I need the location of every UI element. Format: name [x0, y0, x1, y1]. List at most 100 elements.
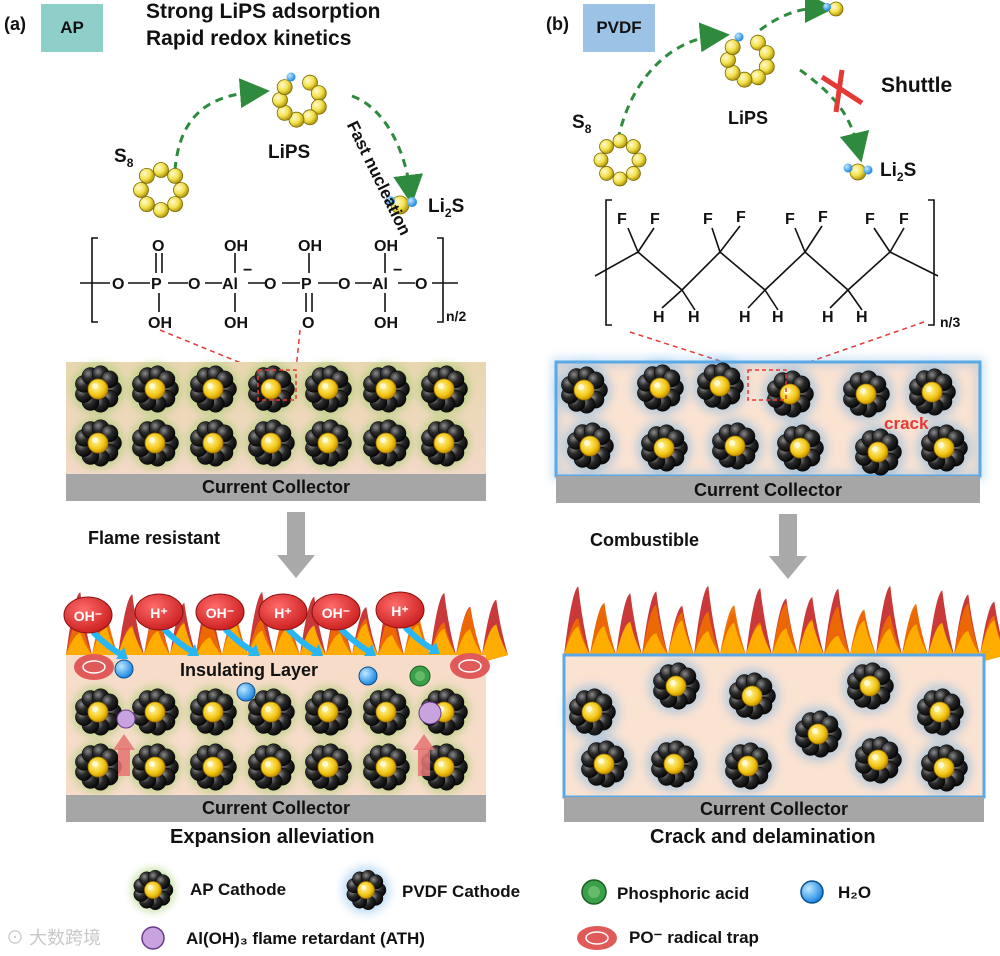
ap-caption: Expansion alleviation [170, 826, 375, 848]
ap-ions: OH⁻H⁺OH⁻H⁺OH⁻H⁺ [63, 591, 440, 659]
hydroxide-ion: OH⁻ [195, 593, 260, 656]
s8-to-lips-arrow [173, 78, 270, 171]
svg-text:H: H [856, 309, 868, 326]
li2s-label-b: Li2S [880, 160, 917, 184]
svg-text:O: O [188, 276, 200, 293]
svg-text:F: F [818, 209, 828, 226]
cathode-particle [418, 417, 470, 469]
svg-text:P: P [151, 276, 162, 293]
cathode-particle [851, 425, 905, 479]
cathode-particle [72, 363, 124, 415]
panel-a-title-2: Rapid redox kinetics [146, 27, 352, 50]
cathode-particle [917, 421, 971, 475]
panel-b-tag: (b) [546, 14, 569, 34]
svg-text:O: O [112, 276, 124, 293]
pvdf-down-arrow [769, 514, 807, 579]
svg-text:F: F [650, 211, 660, 228]
zoom-line-right [295, 329, 301, 371]
panel-b: F F F F F F F F H H H H H H [552, 0, 1000, 822]
ap-down-arrow [277, 512, 315, 578]
pvdf-caption: Crack and delamination [650, 826, 876, 848]
water-icon [114, 659, 134, 679]
cathode-particle [245, 417, 297, 469]
zoom-box [257, 369, 297, 401]
sulfur-atom [167, 167, 184, 184]
proton-ion: H⁺ [134, 593, 199, 656]
cathode-particle [721, 739, 775, 793]
cathode-particle [418, 741, 470, 793]
legend-ath: Al(OH)₃ flame retardant (ATH) [186, 929, 425, 948]
water-icon [236, 682, 256, 702]
ap-electrode-particles [72, 363, 470, 469]
ath-icon [116, 709, 136, 729]
sulfur-atom [750, 69, 766, 86]
ap-current-collector-bottom [66, 795, 486, 822]
sulfur-atom [288, 111, 305, 128]
svg-text:OH: OH [374, 315, 398, 332]
cathode-particle [129, 741, 181, 793]
radical-trap-icon [450, 653, 490, 679]
legend-pvdf-cathode: PVDF Cathode [402, 882, 521, 901]
sulfur-atom [750, 34, 766, 51]
s8-molecule-b [593, 133, 647, 187]
lips-molecule-b [720, 32, 775, 88]
cathode-particle [905, 365, 959, 419]
svg-text:H: H [653, 309, 665, 326]
shuttle-label: Shuttle [881, 74, 953, 97]
svg-text:−: − [243, 262, 252, 279]
svg-text:F: F [703, 211, 713, 228]
cathode-particle [360, 741, 412, 793]
radical-trap-icon [74, 654, 114, 680]
legend-ap-cathode-icon [130, 867, 176, 913]
svg-text:H: H [688, 309, 700, 326]
ath-icon [418, 701, 442, 725]
pvdf-collector-label-top: Current Collector [693, 480, 843, 500]
panel-a: O P O Al − O P O Al − O O OH OH OH OH O … [41, 4, 508, 822]
pvdf-fire [564, 585, 1000, 661]
shuttle-cross-icon [820, 69, 864, 113]
legend-radical-trap: PO⁻ radical trap [629, 928, 759, 947]
svg-text:O: O [338, 276, 350, 293]
svg-text:O: O [302, 315, 314, 332]
legend-water-icon [800, 880, 824, 904]
pvdf-burned-electrode [562, 653, 986, 799]
svg-text:F: F [617, 211, 627, 228]
svg-text:H: H [772, 309, 784, 326]
escaped-lips [823, 1, 844, 17]
svg-text:H: H [739, 309, 751, 326]
cathode-particle [917, 741, 971, 795]
pvdf-badge: PVDF [596, 18, 642, 37]
sulfur-atom [593, 152, 609, 168]
pvdf-repeat-unit: n/3 [940, 314, 961, 330]
lips-label-b: LiPS [728, 108, 769, 128]
proton-ion: H⁺ [258, 593, 323, 656]
sulfur-atom [631, 152, 647, 168]
li2s-molecule [385, 195, 417, 215]
sulfur-atom [758, 58, 775, 75]
ion-label: H⁺ [274, 605, 292, 621]
watermark-logo-icon: ⊙ [6, 928, 24, 948]
cathode-particle [129, 363, 181, 415]
cathode-particle [302, 417, 354, 469]
li2s-molecule-b [843, 163, 873, 181]
s8-molecule [133, 162, 189, 218]
sulfur-atom [310, 98, 327, 115]
cathode-particle [360, 686, 412, 738]
expansion-arrow-right [418, 748, 430, 776]
ap-polymer-structure [80, 237, 458, 323]
pvdf-current-collector-top [556, 476, 980, 503]
cathode-particle [187, 686, 239, 738]
svg-text:−: − [393, 262, 402, 279]
sulfur-atom [133, 182, 149, 198]
svg-text:O: O [264, 276, 276, 293]
pvdf-current-collector-bottom [564, 797, 984, 822]
ap-badge: AP [60, 18, 84, 37]
cathode-particle [360, 417, 412, 469]
ion-label: H⁺ [391, 603, 409, 619]
legend-ap-cathode: AP Cathode [190, 880, 287, 899]
svg-text:Al: Al [372, 276, 388, 293]
lithium-atom [286, 72, 296, 82]
svg-text:O: O [152, 238, 164, 255]
combustible-label: Combustible [590, 530, 700, 550]
lips-label: LiPS [268, 142, 311, 163]
